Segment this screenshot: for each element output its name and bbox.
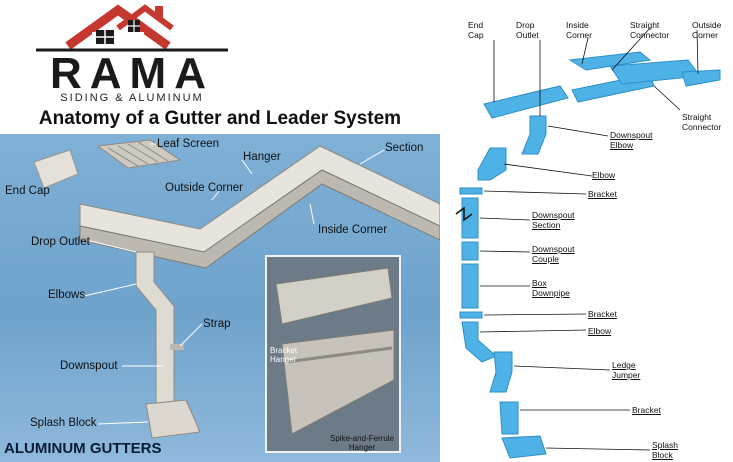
gutter-illustration <box>33 139 440 453</box>
label-outside-corner: Outside Corner <box>165 182 243 194</box>
logo-wordmark: RAMA <box>50 49 214 98</box>
label-r-splash-block: Splash Block <box>652 440 678 460</box>
label-r-elbow-2: Elbow <box>588 326 612 336</box>
label-r-bracket-1: Bracket <box>588 189 617 199</box>
label-leaf-screen: Leaf Screen <box>157 138 220 150</box>
label-r-ledge-jumper: Ledge Jumper <box>612 360 641 380</box>
house-roof-icon <box>36 4 228 52</box>
label-r-bracket-3: Bracket <box>632 405 661 415</box>
gutter-photo-panel: Leaf Screen End Cap Hanger Section Outsi… <box>0 134 440 462</box>
label-r-inside-corner: Inside Corner <box>566 20 592 40</box>
label-bracket-hanger: Bracket Hanger <box>270 346 298 364</box>
label-r-drop-outlet: Drop Outlet <box>516 20 539 40</box>
leaf-screen-mesh <box>96 139 182 169</box>
label-r-straight-connector-top: Straight Connector <box>630 20 670 40</box>
label-r-straight-connector-side: Straight Connector <box>682 112 722 132</box>
label-r-bracket-2: Bracket <box>588 309 617 319</box>
label-spike-ferrule-hanger: Spike-and-Ferrule Hanger <box>330 434 395 452</box>
label-r-downspout-couple: Downspout Couple <box>532 244 575 264</box>
label-inside-corner: Inside Corner <box>318 224 388 236</box>
label-drop-outlet: Drop Outlet <box>31 236 90 248</box>
label-r-downspout-section: Downspout Section <box>532 210 575 230</box>
footer-title: ALUMINUM GUTTERS <box>4 440 162 457</box>
logo-tagline: SIDING & ALUMINUM <box>60 92 204 104</box>
chimney <box>155 6 163 18</box>
label-r-box-downpipe: Box Downpipe <box>532 278 570 298</box>
label-end-cap: End Cap <box>5 185 50 197</box>
label-r-elbow-1: Elbow <box>592 170 616 180</box>
label-elbows: Elbows <box>48 289 86 301</box>
label-downspout: Downspout <box>60 360 118 372</box>
logo: RAMA SIDING & ALUMINUM <box>0 0 260 108</box>
label-r-downspout-elbow: Downspout Elbow <box>610 130 653 150</box>
page-title: Anatomy of a Gutter and Leader System <box>38 108 402 129</box>
label-splash-block: Splash Block <box>30 417 97 429</box>
label-strap: Strap <box>203 318 231 330</box>
label-r-end-cap: End Cap <box>468 20 484 40</box>
label-hanger: Hanger <box>243 151 281 163</box>
label-section: Section <box>385 142 424 154</box>
label-r-outside-corner: Outside Corner <box>692 20 722 40</box>
